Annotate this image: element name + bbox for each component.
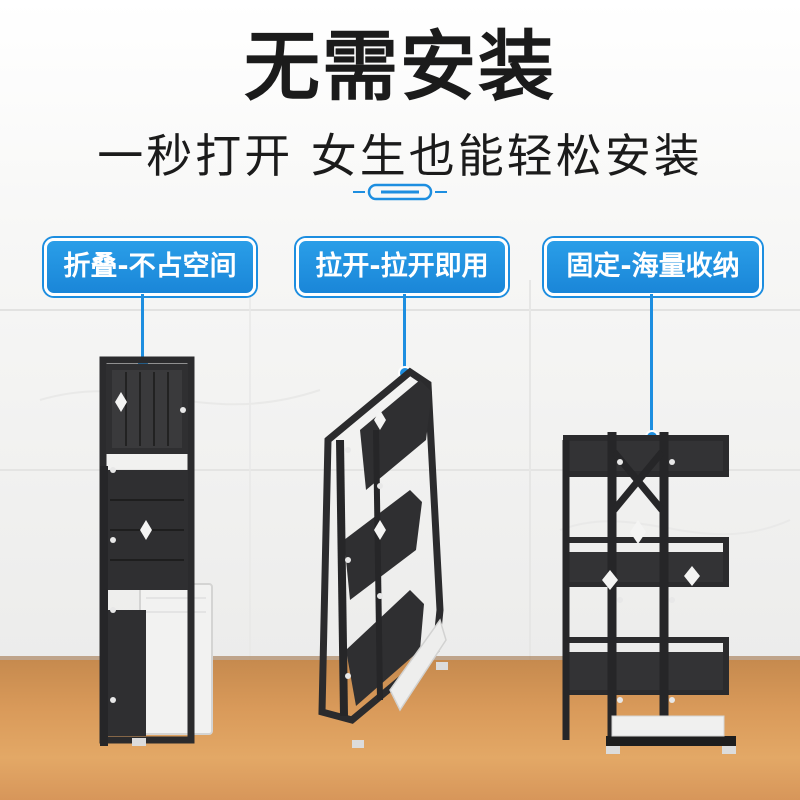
callout-open-pointer: [650, 294, 653, 434]
callout-open: 固定-海量收纳: [544, 238, 762, 296]
title-divider-icon: [353, 183, 447, 201]
callout-folded: 折叠-不占空间: [44, 238, 256, 296]
callout-open-label: 固定-海量收纳: [566, 251, 740, 282]
headline: 无需安装: [244, 22, 556, 111]
callout-folded-pointer: [141, 294, 144, 360]
subheadline: 一秒打开 女生也能轻松安装: [97, 129, 703, 183]
callout-unfolding-label: 拉开-拉开即用: [315, 251, 489, 282]
callout-unfolding-pointer: [403, 294, 406, 370]
callout-unfolding: 拉开-拉开即用: [296, 238, 508, 296]
callout-folded-label: 折叠-不占空间: [63, 251, 237, 282]
